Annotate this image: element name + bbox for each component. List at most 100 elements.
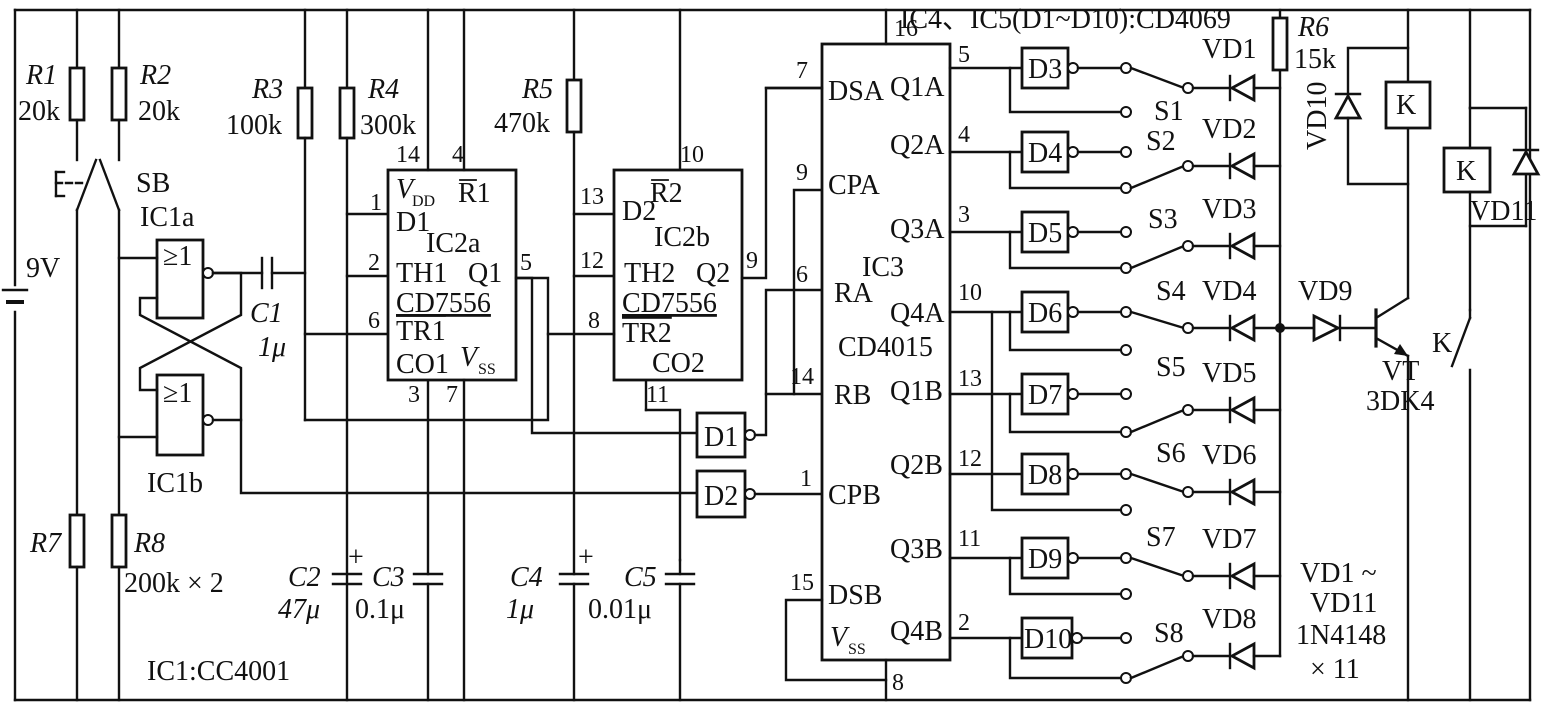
svg-text:D1: D1 xyxy=(396,207,430,238)
svg-text:6: 6 xyxy=(796,262,808,288)
c5-ref: C5 xyxy=(624,562,657,593)
diode-vd9: VD9 xyxy=(1278,276,1378,343)
svg-text:12: 12 xyxy=(580,248,604,274)
svg-text:S6: S6 xyxy=(1156,438,1186,469)
ic1a-label: IC1a xyxy=(140,202,195,233)
r5-ref: R5 xyxy=(521,74,553,105)
battery-9v: 9V xyxy=(1,253,60,304)
r1-ref: R1 xyxy=(25,60,57,91)
svg-text:VD11: VD11 xyxy=(1310,588,1377,619)
svg-text:+: + xyxy=(578,542,594,573)
svg-text:VD8: VD8 xyxy=(1202,604,1256,635)
inverter-d1: D1 xyxy=(695,411,756,459)
svg-text:13: 13 xyxy=(958,366,982,392)
ic1b-label: IC1b xyxy=(147,468,203,499)
gate-ic1a: ≥1 IC1a xyxy=(140,202,214,320)
svg-text:VD6: VD6 xyxy=(1202,440,1256,471)
capacitor-c5: C5 0.01μ xyxy=(588,8,696,702)
capacitor-c1: C1 1μ xyxy=(250,256,307,363)
svg-text:4: 4 xyxy=(452,142,464,168)
svg-text:IC2a: IC2a xyxy=(426,228,481,259)
svg-text:SS: SS xyxy=(478,361,496,378)
svg-text:D2: D2 xyxy=(704,481,738,512)
svg-text:DD: DD xyxy=(412,193,435,210)
sb-label: SB xyxy=(136,168,170,199)
svg-text:K: K xyxy=(1396,90,1416,121)
ic3-chip: 16 8 7 DSA 9 CPA 6 RA 14 RB 1 CPB 15 DSB… xyxy=(790,8,982,702)
svg-text:CO2: CO2 xyxy=(652,348,705,379)
svg-text:V: V xyxy=(830,622,850,653)
svg-text:Q4A: Q4A xyxy=(890,298,945,329)
svg-text:3: 3 xyxy=(408,382,420,408)
ic2b-chip: 10 13 12 8 9 11 R2 D2 IC2b TH2 Q2 CD7556… xyxy=(580,142,758,408)
r6-ref: R6 xyxy=(1297,12,1329,43)
svg-text:TH1: TH1 xyxy=(396,258,447,289)
svg-text:D5: D5 xyxy=(1028,218,1062,249)
svg-text:V: V xyxy=(460,342,480,373)
svg-text:CPB: CPB xyxy=(828,480,881,511)
svg-text:VD11: VD11 xyxy=(1470,196,1537,227)
svg-text:9: 9 xyxy=(746,248,758,274)
svg-text:D7: D7 xyxy=(1028,380,1062,411)
r6-value: 15k xyxy=(1294,44,1336,75)
transistor-vt: VT 3DK4 xyxy=(1366,128,1434,702)
resistor-r7: R7 xyxy=(29,513,86,702)
r8-ref: R8 xyxy=(133,528,165,559)
svg-text:13: 13 xyxy=(580,184,604,210)
svg-text:RB: RB xyxy=(834,380,871,411)
r3-ref: R3 xyxy=(251,74,283,105)
capacitor-c4: + C4 1μ xyxy=(506,542,594,702)
relay-k-load: K VD11 xyxy=(1442,8,1541,312)
ic2a-chip: 14 4 1 2 6 5 3 7 VDD R1 D1 IC2a TH1 Q1 C… xyxy=(368,8,532,702)
svg-text:10: 10 xyxy=(958,280,982,306)
svg-text:2: 2 xyxy=(368,250,380,276)
c2-ref: C2 xyxy=(288,562,321,593)
inverter-d2: D2 xyxy=(695,469,756,519)
svg-text:1: 1 xyxy=(370,190,382,216)
svg-text:VD10: VD10 xyxy=(1302,82,1333,150)
svg-text:Q1: Q1 xyxy=(468,258,502,289)
svg-text:VD4: VD4 xyxy=(1202,276,1256,307)
svg-text:8: 8 xyxy=(892,670,904,696)
svg-text:IC2b: IC2b xyxy=(654,222,710,253)
svg-text:DSA: DSA xyxy=(828,76,885,107)
c3-ref: C3 xyxy=(372,562,405,593)
svg-text:CD7556: CD7556 xyxy=(396,288,491,319)
svg-text:Q1A: Q1A xyxy=(890,72,945,103)
svg-text:D9: D9 xyxy=(1028,544,1062,575)
r8-value: 200k × 2 xyxy=(124,568,224,599)
svg-text:D3: D3 xyxy=(1028,54,1062,85)
svg-text:D6: D6 xyxy=(1028,298,1062,329)
svg-text:TR2: TR2 xyxy=(622,318,672,349)
c4-ref: C4 xyxy=(510,562,543,593)
svg-text:S5: S5 xyxy=(1156,352,1186,383)
svg-text:1: 1 xyxy=(800,466,812,492)
svg-text:Q3B: Q3B xyxy=(890,534,943,565)
svg-text:TR1: TR1 xyxy=(396,316,446,347)
svg-text:8: 8 xyxy=(588,308,600,334)
svg-text:D2: D2 xyxy=(622,196,656,227)
svg-text:+: + xyxy=(348,542,364,573)
svg-text:3: 3 xyxy=(958,202,970,228)
svg-text:CO1: CO1 xyxy=(396,349,449,380)
ic1-note: IC1:CC4001 xyxy=(147,656,290,687)
r7-ref: R7 xyxy=(29,528,62,559)
c1-value: 1μ xyxy=(258,332,286,363)
svg-text:Q4B: Q4B xyxy=(890,616,943,647)
r3-value: 100k xyxy=(226,110,282,141)
svg-text:V: V xyxy=(396,174,416,205)
svg-text:VD3: VD3 xyxy=(1202,194,1256,225)
resistor-r5: R5 470k xyxy=(494,8,583,576)
svg-text:14: 14 xyxy=(790,364,814,390)
svg-text:≥1: ≥1 xyxy=(163,241,192,272)
capacitor-c3: C3 0.1μ xyxy=(355,378,444,702)
svg-text:CD4015: CD4015 xyxy=(838,332,933,363)
r4-ref: R4 xyxy=(367,74,399,105)
r2-value: 20k xyxy=(138,96,180,127)
svg-text:S1: S1 xyxy=(1154,96,1184,127)
switch-sb[interactable]: SB xyxy=(54,158,170,212)
capacitor-c2: + C2 47μ xyxy=(278,542,364,625)
svg-text:5: 5 xyxy=(958,42,970,68)
svg-text:VD2: VD2 xyxy=(1202,114,1256,145)
